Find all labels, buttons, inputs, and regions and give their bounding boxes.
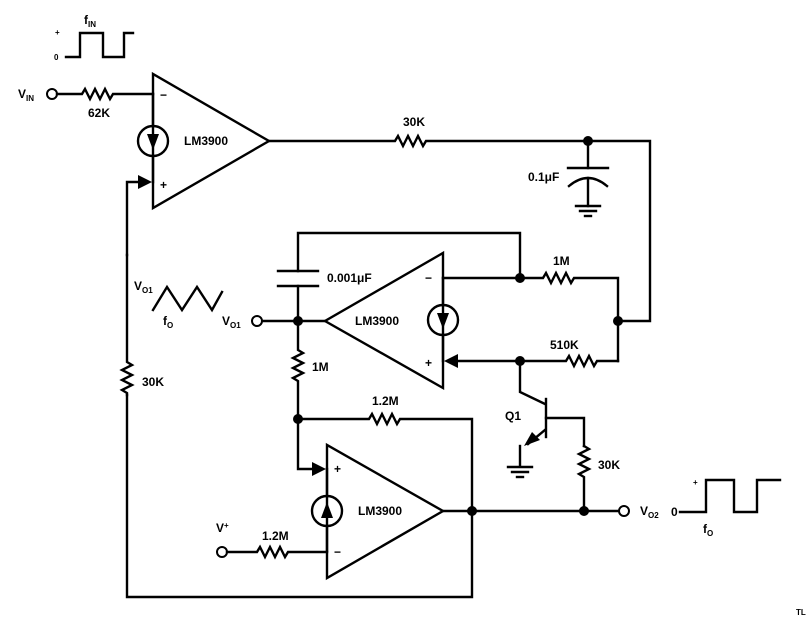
r30k-top-label: 30K	[403, 115, 425, 129]
resistor-62k	[55, 86, 155, 102]
vplus-label: V+	[216, 521, 229, 535]
r30k-left-label: 30K	[142, 375, 164, 389]
r30k-q1-label: 30K	[598, 458, 620, 472]
wave2-plus-label: +	[693, 478, 698, 487]
r62k-label: 62K	[88, 106, 110, 120]
resistor-1-2m-feedback	[296, 411, 474, 513]
resistor-1-2m-input	[225, 544, 329, 560]
vo2-label: VO2	[640, 504, 659, 520]
resistor-30k-left	[119, 253, 135, 397]
resistor-30k-top	[267, 133, 652, 323]
ground-icon	[574, 204, 602, 218]
vplus-terminal	[216, 546, 228, 558]
input-square-wave: + 0 fIN	[54, 13, 135, 62]
vin-label: VIN	[18, 87, 34, 103]
r1m-fb-label: 1M	[553, 254, 570, 268]
u3-minus: −	[334, 545, 341, 559]
u3-plus: +	[334, 462, 341, 476]
resistor-30k-q1	[576, 444, 592, 513]
resistor-1m-feedback	[441, 270, 620, 363]
vo1-label: VO1	[222, 314, 241, 330]
c01uf-label: 0.1μF	[528, 170, 559, 184]
vo1-wave-label: VO1	[134, 279, 153, 295]
transistor-q1	[506, 359, 586, 479]
r1m-div-label: 1M	[312, 360, 329, 374]
u2-plus: +	[425, 356, 432, 370]
resistor-510k	[453, 353, 620, 369]
c0001uf-label: 0.001μF	[327, 271, 372, 285]
wave-plus-label: +	[55, 28, 60, 37]
resistor-1m-divider	[290, 319, 306, 421]
r12m-in-label: 1.2M	[262, 529, 289, 543]
ground-icon	[506, 465, 534, 479]
wave2-zero-label: 0	[671, 505, 678, 519]
q1-label: Q1	[505, 409, 521, 423]
u1-label: LM3900	[184, 134, 228, 148]
wave-zero-label: 0	[54, 53, 59, 62]
junction-dot	[613, 316, 623, 326]
figure-tag: TL	[796, 608, 806, 617]
u2-minus: −	[425, 271, 432, 285]
fin-label: fIN	[84, 13, 96, 29]
u1-minus: −	[160, 88, 167, 102]
u3-label: LM3900	[358, 504, 402, 518]
u2-label: LM3900	[355, 314, 399, 328]
fo-label: fO	[163, 314, 173, 330]
vo1-terminal	[251, 315, 263, 327]
fo-out-label: fO	[703, 522, 713, 538]
r12m-fb-label: 1.2M	[372, 394, 399, 408]
vo2-terminal	[618, 505, 630, 517]
output-square-wave: + 0 fO	[671, 478, 782, 538]
triangle-wave: VO1 fO	[134, 279, 224, 330]
vin-terminal	[46, 88, 58, 100]
r510k-label: 510K	[550, 338, 579, 352]
u1-plus: +	[160, 178, 167, 192]
